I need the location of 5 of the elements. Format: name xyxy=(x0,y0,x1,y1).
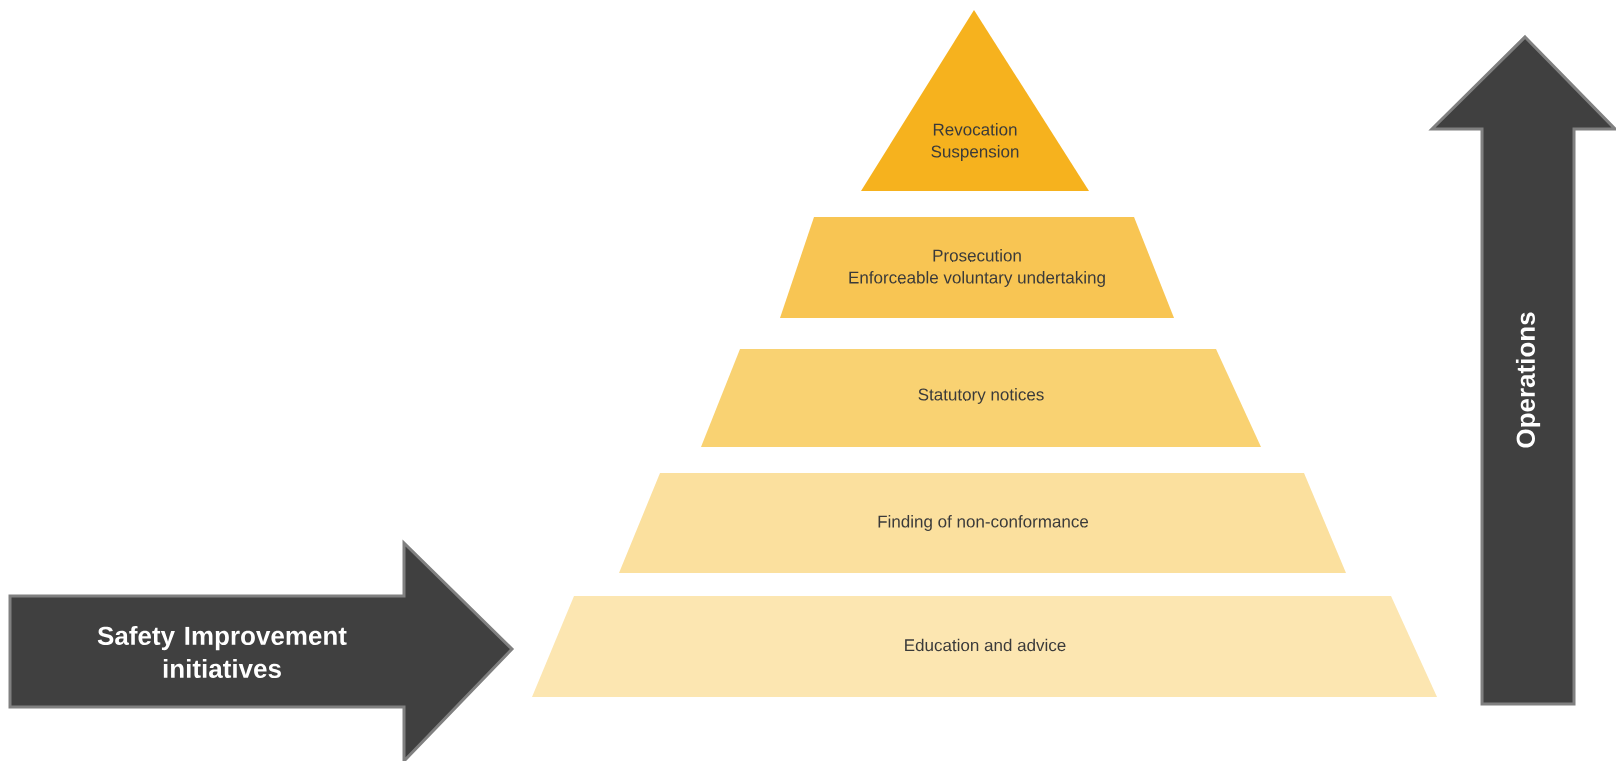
pyramid-level: Education and advice xyxy=(532,596,1437,697)
pyramid-level: Finding of non-conformance xyxy=(619,473,1346,573)
pyramid-level: Prosecution Enforceable voluntary undertaking xyxy=(780,217,1174,318)
pyramid-level: Statutory notices xyxy=(701,349,1261,447)
pyramid-level: Revocation Suspension xyxy=(861,10,1089,191)
